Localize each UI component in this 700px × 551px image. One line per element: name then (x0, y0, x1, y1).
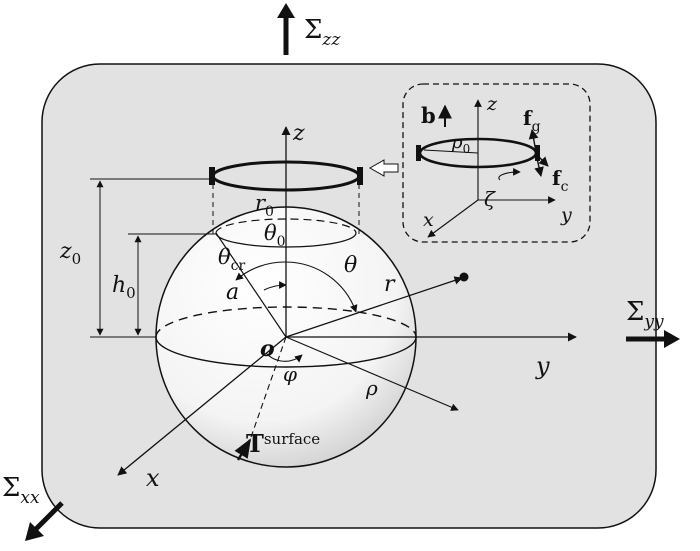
rho-label: ρ (365, 376, 378, 400)
inset-fc-label: fc (552, 166, 569, 195)
sigma-yy-arrow (626, 330, 680, 348)
theta-cr-arc (263, 281, 287, 291)
theta0-label: θ0 (264, 221, 286, 250)
x-axis-label: x (146, 464, 160, 492)
inset-z-label: z (486, 93, 498, 115)
inset-rho0-label: ρ0 (451, 132, 470, 156)
field-point (459, 272, 469, 282)
fc-force-arrow (535, 153, 549, 167)
fg-force-arrow (528, 129, 539, 153)
equator-front (155, 336, 417, 368)
inset-fg-label: fg (523, 106, 541, 135)
theta-arc (285, 261, 358, 313)
r0-label: r0 (255, 191, 274, 220)
sigma-yy-label: Σyy (626, 297, 664, 332)
t-surface-label: Tsurface (246, 429, 320, 458)
zeta-arc (498, 168, 521, 181)
sigma-xx-label: Σxx (2, 473, 40, 508)
sigma-zz-label: Σzz (304, 15, 341, 50)
inset-box (402, 83, 591, 243)
cap-circle-back (215, 218, 357, 234)
radius-a (215, 232, 287, 338)
inset-b-label: b (421, 103, 436, 128)
inset-zeta-label: ζ (484, 187, 496, 211)
origin-label: o (260, 336, 275, 362)
inset-loop-right-end (535, 145, 540, 161)
inset-pointer-arrow (368, 159, 399, 177)
x-axis-front (117, 336, 287, 476)
inset-y-label: y (560, 204, 572, 226)
fc-force-arrow-2 (534, 153, 544, 177)
theta-label: θ (344, 253, 357, 278)
theta-cr-label: θcr (218, 245, 245, 274)
loop-right-end (357, 167, 363, 185)
radius-r (285, 276, 463, 338)
loop-left-end (209, 167, 215, 185)
z0-label: z0 (59, 239, 81, 268)
phi-arc (265, 352, 303, 363)
theta0-arc (235, 261, 287, 281)
inset-loop-left-end (416, 145, 421, 161)
r-label: r (384, 272, 396, 297)
phi-label: φ (283, 362, 297, 386)
h0-label: h0 (112, 273, 136, 302)
z-axis-label: z (292, 121, 305, 146)
a-label: a (226, 280, 239, 305)
t-surface-arrow (234, 438, 252, 461)
rho0-radius (423, 149, 479, 154)
rho-projection (285, 336, 459, 411)
inset-x-axis (427, 199, 479, 238)
inset-x-label: x (423, 209, 434, 231)
sigma-xx-arrow (25, 501, 64, 541)
sigma-zz-arrow (277, 3, 295, 55)
meridian-dashed (249, 336, 287, 441)
y-axis-label: y (535, 352, 550, 380)
